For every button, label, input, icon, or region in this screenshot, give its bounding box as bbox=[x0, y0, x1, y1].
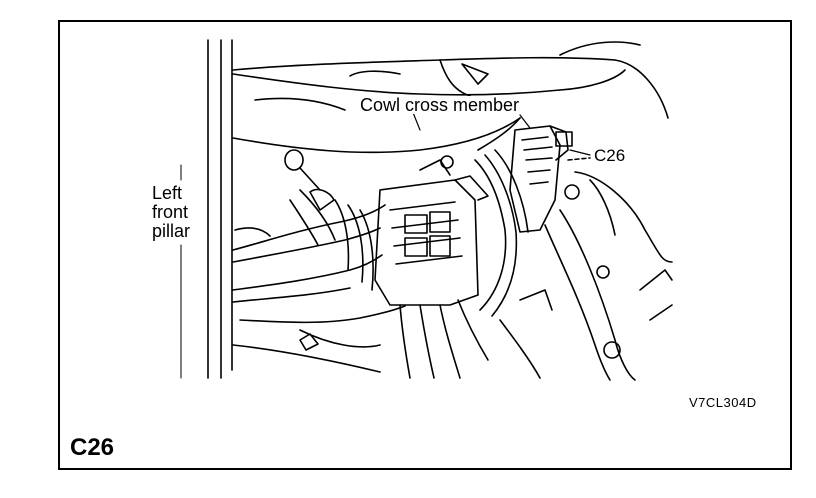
cowl-cross-member bbox=[232, 41, 669, 154]
pillar-label-line-1: Left bbox=[152, 183, 183, 203]
figure-reference-code: V7CL304D bbox=[689, 395, 757, 410]
steering-support bbox=[544, 171, 673, 381]
lower-structure bbox=[232, 227, 553, 379]
connector-c26-label: C26 bbox=[592, 146, 628, 165]
c26-connector bbox=[509, 125, 591, 233]
figure-id-label: C26 bbox=[70, 434, 115, 461]
junction-block bbox=[374, 155, 489, 306]
pillar-label-line-3: pillar bbox=[152, 221, 191, 241]
pillar-label-line-2: front bbox=[152, 202, 189, 222]
figure-frame bbox=[58, 20, 792, 470]
cowl-cross-member-label: Cowl cross member bbox=[358, 95, 522, 115]
ground-bolt bbox=[284, 149, 335, 211]
left-front-pillar-label: Left front pillar bbox=[152, 183, 191, 241]
pillar-outline bbox=[180, 39, 233, 379]
wire-harness bbox=[232, 149, 529, 379]
